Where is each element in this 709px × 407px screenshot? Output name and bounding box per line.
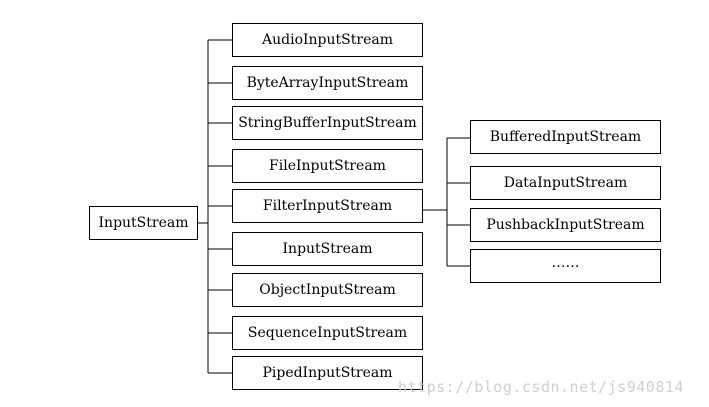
node-inputstream: InputStream xyxy=(232,232,423,266)
node-datainputstream: DataInputStream xyxy=(470,166,661,200)
node-fileinputstream: FileInputStream xyxy=(232,149,423,183)
node-objectinputstream: ObjectInputStream xyxy=(232,273,423,307)
node-bufferedinputstream: BufferedInputStream xyxy=(470,120,661,154)
node-ellipsis: …… xyxy=(470,249,661,283)
node-sequenceinputstream: SequenceInputStream xyxy=(232,316,423,350)
node-pipedinputstream: PipedInputStream xyxy=(232,356,423,390)
node-bytearrayinputstream: ByteArrayInputStream xyxy=(232,66,423,100)
node-stringbufferinputstream: StringBufferInputStream xyxy=(232,106,423,140)
node-audioinputstream: AudioInputStream xyxy=(232,23,423,57)
node-root-inputstream: InputStream xyxy=(89,206,198,240)
watermark-text: https://blog.csdn.net/js940814 xyxy=(398,378,684,396)
node-filterinputstream: FilterInputStream xyxy=(232,189,423,223)
node-pushbackinputstream: PushbackInputStream xyxy=(470,208,661,242)
